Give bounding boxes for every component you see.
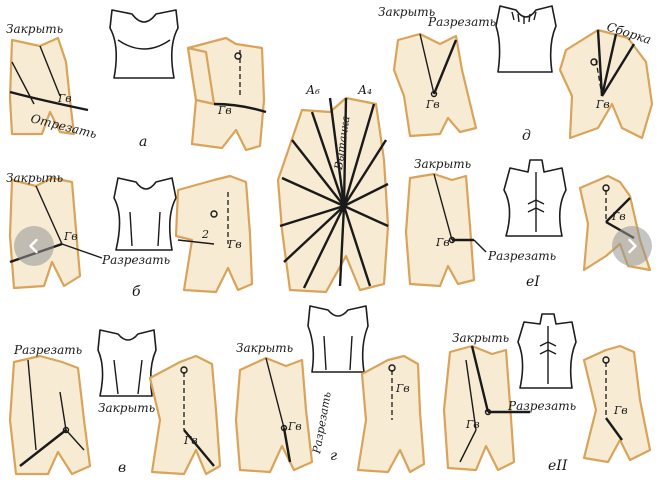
label-zakryt-d: Закрыть: [378, 5, 435, 19]
pattern-piece-d-left: [392, 32, 478, 138]
label-razrezat-v: Разрезать: [13, 343, 82, 357]
label-gv-b1: Гв: [63, 230, 78, 243]
bodice-sketch-d: [495, 5, 557, 73]
label-gv-d1: Гв: [425, 98, 440, 111]
variant-mark-a: а: [139, 134, 147, 150]
label-a4: А₄: [357, 83, 372, 97]
label-razrezat-g: Разрезать: [310, 391, 334, 456]
dart-lines: [279, 97, 389, 289]
label-zakryt-e1: Закрыть: [414, 157, 471, 171]
pattern-piece-a-left: [8, 36, 76, 136]
label-zakryt-e2: Закрыть: [452, 331, 509, 345]
chevron-left-icon: [29, 238, 38, 254]
label-zakryt-a: Закрыть: [6, 22, 63, 36]
label-num2-b: 2: [201, 228, 209, 241]
variant-v-group: Разрезать Закрыть Гв в: [8, 329, 222, 476]
variant-e2-group: Закрыть Разрезать Гв Гв еII: [442, 313, 652, 474]
bodice-sketch-g: [307, 305, 369, 373]
label-razrezat-d: Разрезать: [427, 15, 496, 29]
label-gv-d2: Гв: [595, 98, 610, 111]
chevron-right-icon: [628, 238, 637, 254]
variant-mark-g: г: [330, 448, 337, 464]
variant-d-group: Закрыть Разрезать Гв Сборка Гв д: [378, 5, 654, 144]
bodice-sketch-v: [97, 329, 157, 397]
pattern-piece-e2-left: [442, 344, 516, 472]
label-gv-e2b: Гв: [613, 404, 628, 417]
pattern-piece-g-right: [356, 354, 426, 474]
bodice-sketch-a: [109, 9, 179, 79]
bodice-sketch-e1: [503, 159, 567, 237]
label-gv-g1: Гв: [287, 420, 302, 433]
label-gv-a2: Гв: [217, 104, 232, 117]
pattern-piece-d-right: [558, 28, 654, 140]
label-zakryt-b: Закрыть: [6, 171, 63, 185]
variant-mark-b: б: [132, 284, 141, 300]
pattern-piece-v-left: [8, 354, 92, 476]
variant-mark-e1: еI: [526, 274, 540, 290]
variant-a-group: Закрыть Отрезать Гв Гв а: [6, 9, 267, 152]
label-zakryt-g: Закрыть: [236, 341, 293, 355]
variant-mark-e2: еII: [548, 458, 568, 474]
variant-g-group: Закрыть Разрезать Гв Гв г: [234, 305, 426, 474]
label-razrezat-e2: Разрезать: [507, 399, 576, 413]
bodice-sketch-b: [113, 177, 177, 251]
label-a6: А₆: [305, 83, 320, 97]
label-gv-g2: Гв: [395, 382, 410, 395]
variant-mark-v: в: [118, 460, 126, 476]
label-gv-b2: Гв: [227, 238, 242, 251]
previous-image-button[interactable]: [14, 226, 54, 266]
variant-e1-group: Закрыть Гв Разрезать Гв еI: [404, 157, 652, 290]
label-gv-e2a: Гв: [465, 418, 480, 431]
pattern-piece-e1-left: [404, 172, 476, 288]
label-gv-v: Гв: [183, 434, 198, 447]
variant-mark-d: д: [522, 128, 531, 144]
dart-transfer-diagram: А₆ А₄ Вытачка: [276, 83, 390, 294]
label-gv-a1: Гв: [57, 92, 72, 105]
label-gv-e1b: Гв: [611, 210, 626, 223]
pattern-piece-b-right: [174, 174, 254, 294]
label-gv-e1a: Гв: [435, 236, 450, 249]
next-image-button[interactable]: [612, 226, 652, 266]
pattern-piece-g-left: [234, 356, 314, 474]
label-zakryt-v: Закрыть: [98, 401, 155, 415]
label-razrezat-e1: Разрезать: [487, 249, 556, 263]
pattern-piece-v-right: [148, 354, 222, 476]
pattern-piece-e2-right: [582, 344, 652, 464]
label-razrezat-b: Разрезать: [101, 253, 170, 267]
